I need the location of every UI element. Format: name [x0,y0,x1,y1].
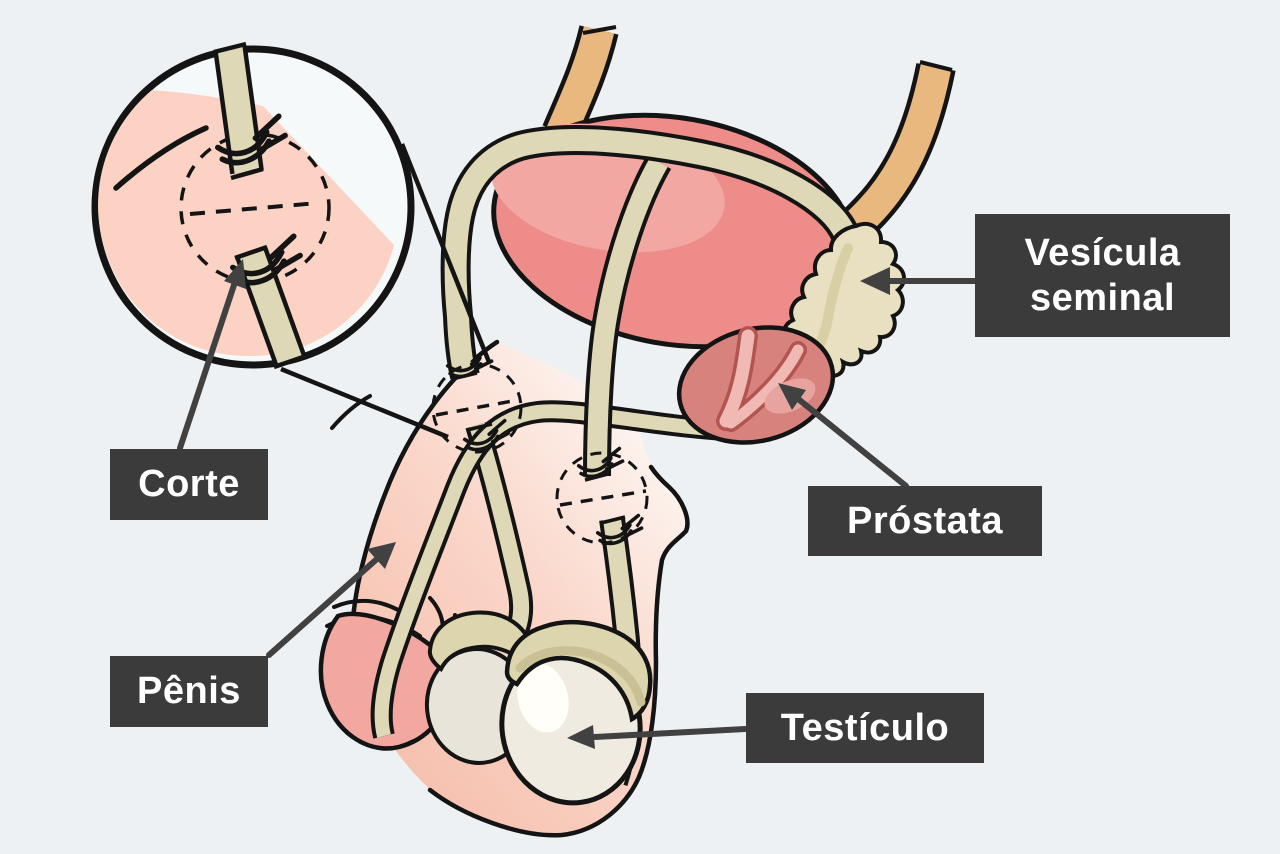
suture-knot [462,418,511,452]
ureter-left [542,25,619,141]
label-arrows [177,259,978,749]
vas-deferens-right-upper [583,154,672,477]
inset-cut-vas-lower [234,244,307,370]
label-penis: Pênis [110,656,268,727]
incision-site-right [555,446,649,546]
epididymis-front [504,619,653,723]
vesicula-seminal-arrow [860,267,978,295]
suture-knot [215,113,288,166]
corte-arrow [177,259,246,451]
label-testiculo: Testículo [746,693,984,763]
scrotum-outline [427,464,690,838]
label-vesicula-seminal: Vesícula seminal [975,214,1230,337]
incision-site-left [431,346,523,454]
magnifier-leader-line-top [399,143,492,363]
penis-arrow [266,542,396,658]
inset-skin [98,90,394,357]
prostate [676,325,836,445]
suture-knot [576,446,625,479]
skin-fold-line [330,394,372,430]
inset-dashed-line [189,201,319,216]
magnifier-inset-cut-vas [91,41,415,370]
inset-incision-fold [113,125,209,191]
vas-deferens-left-lower [465,421,534,638]
label-prostata: Próstata [808,486,1042,556]
magnifier-leader-line-bottom [280,366,449,440]
suture-knot [595,513,644,546]
label-corte: Corte [110,449,268,520]
testiculo-arrow [567,725,748,749]
testicle-highlight [517,663,569,733]
prostata-arrow [778,383,909,489]
